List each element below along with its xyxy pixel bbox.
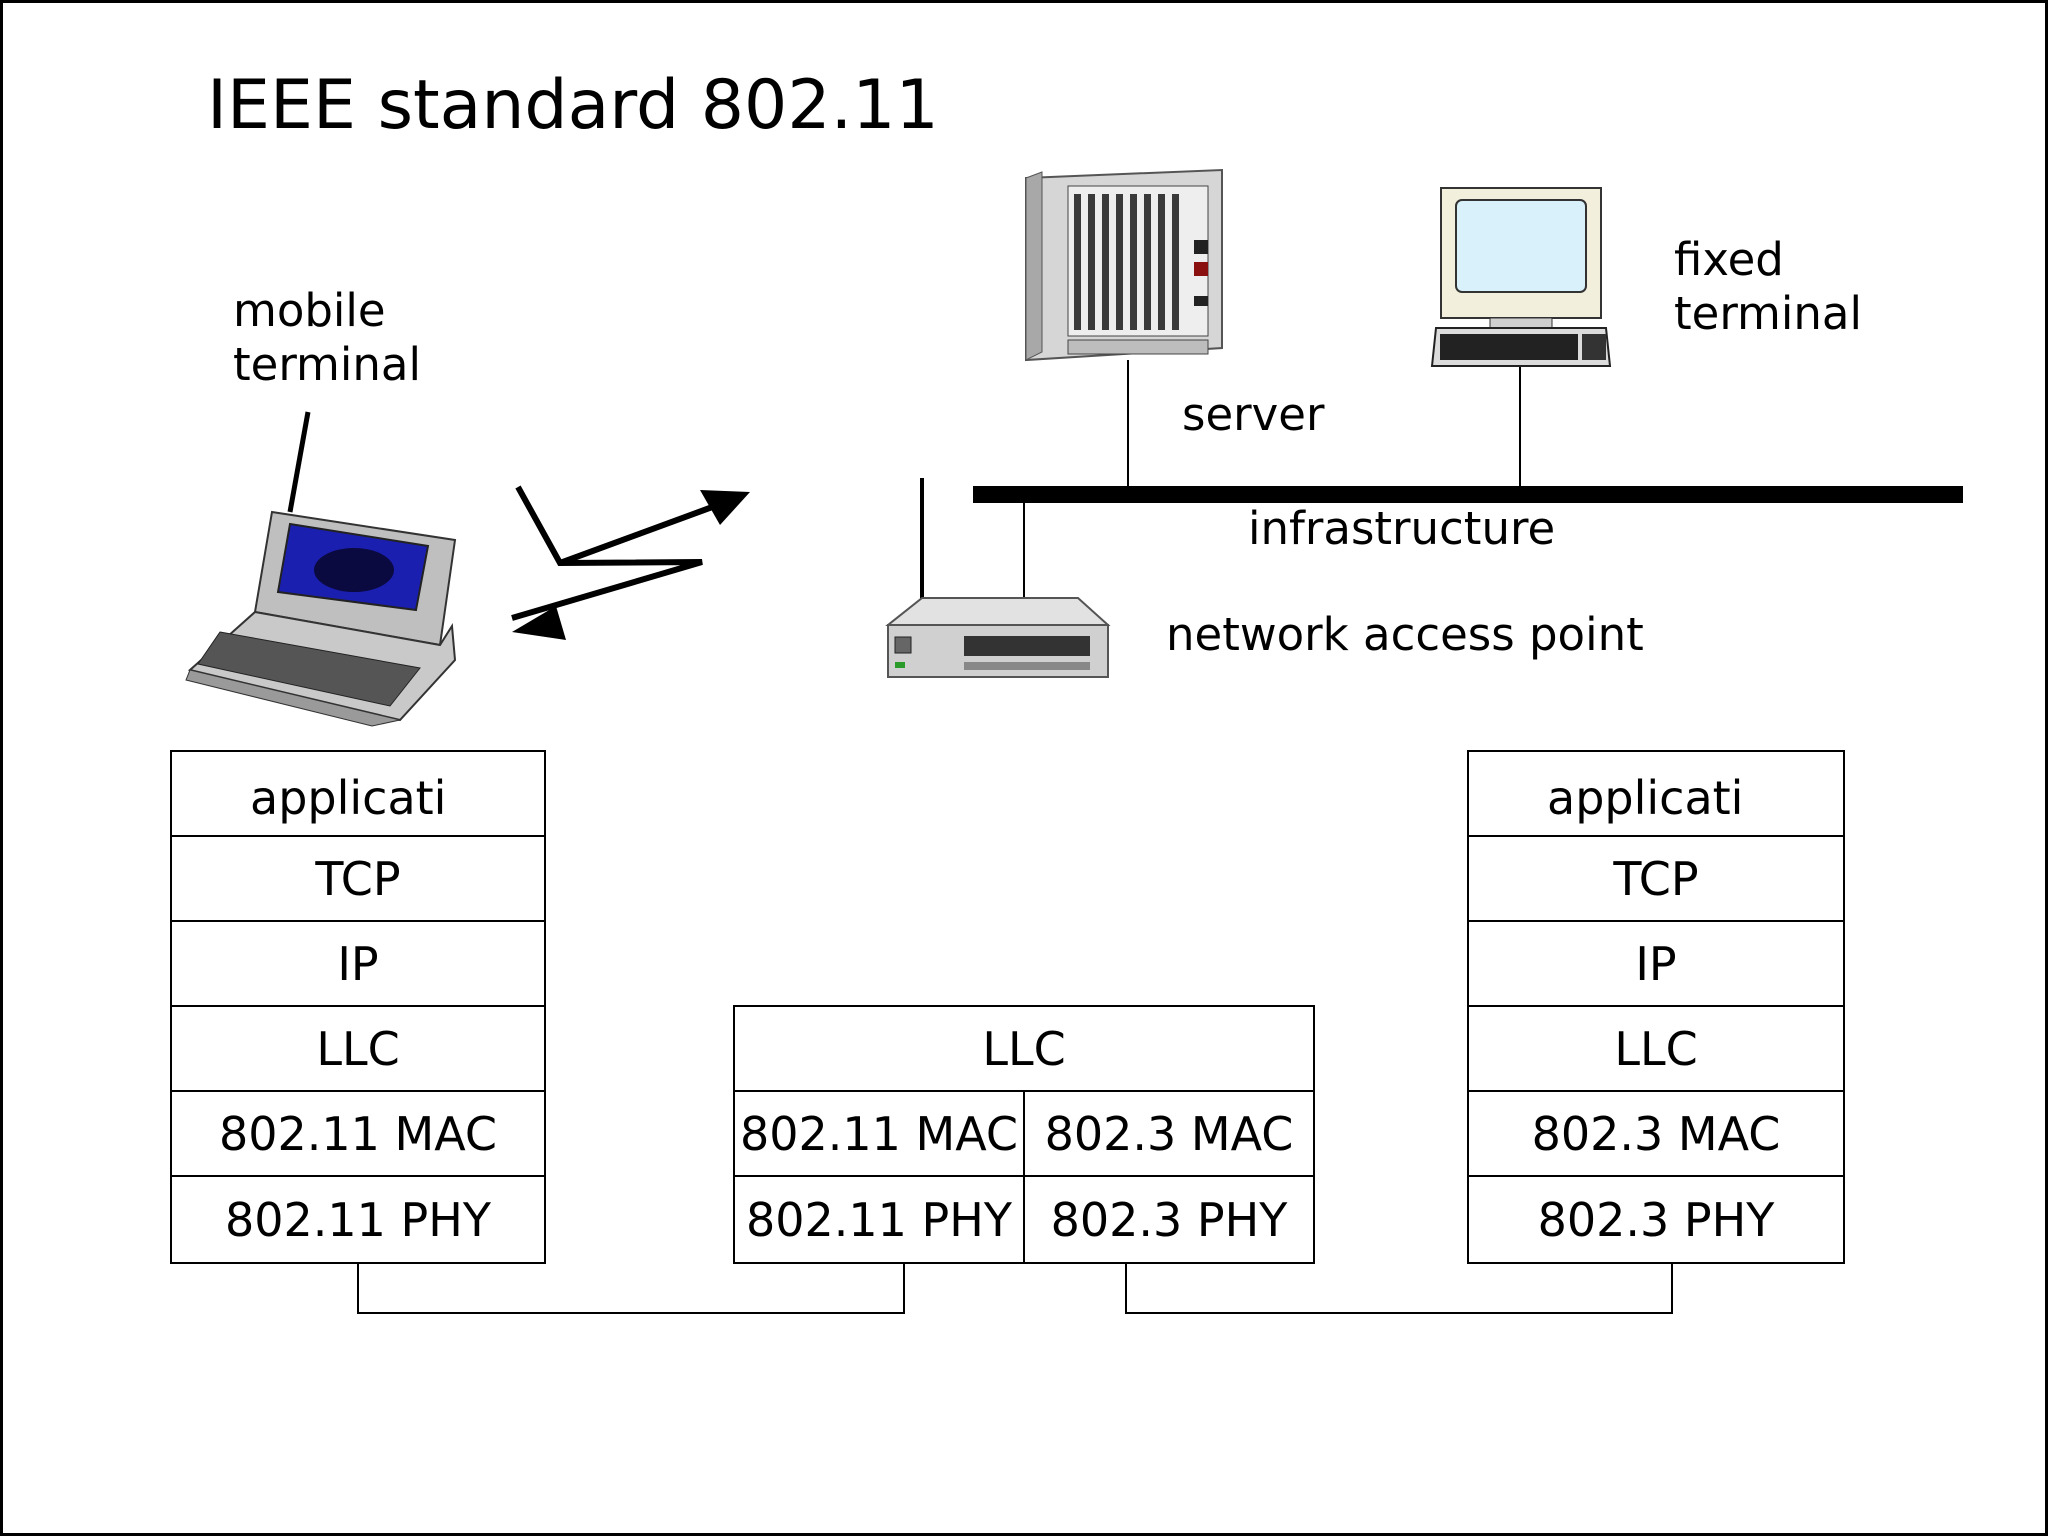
- page-title: IEEE standard 802.11: [207, 66, 939, 145]
- mobile-stack-ip: IP: [170, 920, 546, 1007]
- infrastructure-bus: [973, 486, 1963, 503]
- fixed-stack-mac: 802.3 MAC: [1467, 1090, 1845, 1177]
- ap-stack-wired-mac: 802.3 MAC: [1023, 1090, 1315, 1177]
- mobile-stack-application: application: [170, 750, 546, 881]
- wireless-link-icon: [511, 485, 750, 640]
- server-rack-icon: [1025, 168, 1223, 362]
- fixed-stack-application: application: [1467, 750, 1845, 881]
- ap-stack-wireless-phy: 802.11 PHY: [733, 1175, 1025, 1264]
- laptop-icon: [185, 411, 457, 727]
- fixed-stack-phy: 802.3 PHY: [1467, 1175, 1845, 1264]
- wireless-phy-connector: [357, 1263, 905, 1314]
- mobile-terminal-label: mobile terminal: [233, 284, 421, 391]
- desktop-computer-icon: [1430, 187, 1612, 367]
- access-point-icon: [885, 478, 1111, 678]
- fixed-stack-tcp: TCP: [1467, 835, 1845, 922]
- mobile-stack-tcp: TCP: [170, 835, 546, 922]
- ap-stack-wireless-mac: 802.11 MAC: [733, 1090, 1025, 1177]
- fixed-terminal-label: fixed terminal: [1674, 233, 1862, 340]
- mobile-stack-mac: 802.11 MAC: [170, 1090, 546, 1177]
- fixed-stack-ip: IP: [1467, 920, 1845, 1007]
- fixed-stack-llc: LLC: [1467, 1005, 1845, 1092]
- access-point-label: network access point: [1166, 608, 1644, 661]
- mobile-stack-llc: LLC: [170, 1005, 546, 1092]
- mobile-stack-phy: 802.11 PHY: [170, 1175, 546, 1264]
- server-label: server: [1182, 388, 1325, 441]
- infrastructure-label: infrastructure: [1248, 502, 1556, 555]
- ap-stack-wired-phy: 802.3 PHY: [1023, 1175, 1315, 1264]
- wired-phy-connector: [1125, 1263, 1673, 1314]
- ap-stack-llc: LLC: [733, 1005, 1315, 1092]
